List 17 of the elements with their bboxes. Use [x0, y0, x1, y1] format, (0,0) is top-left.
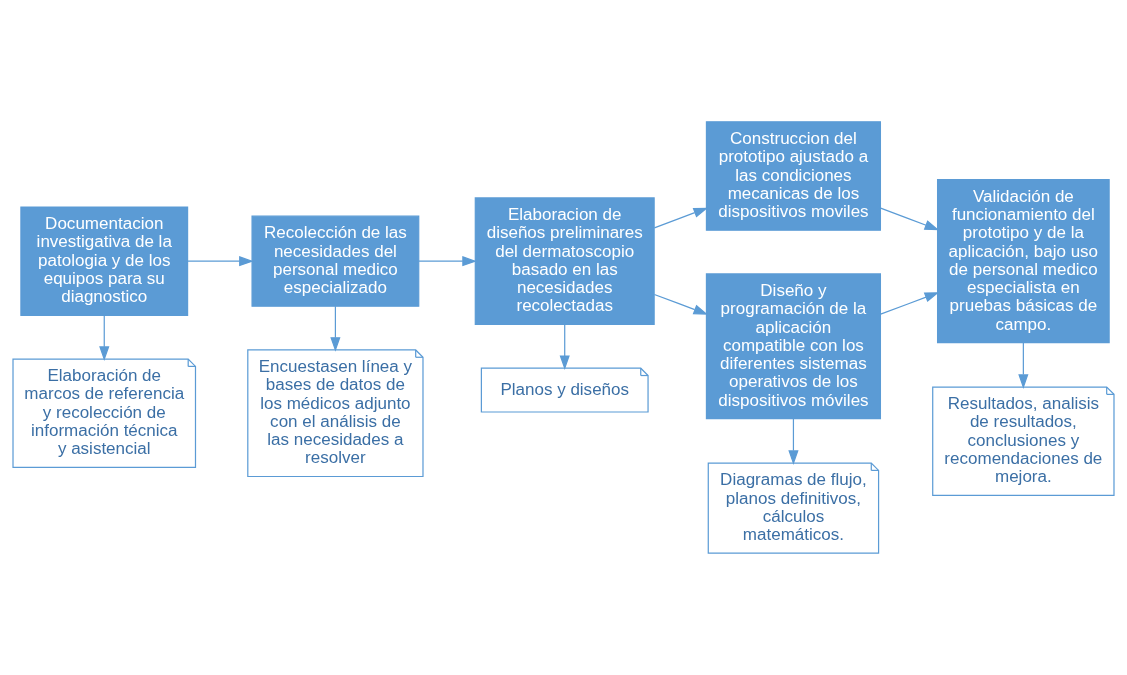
- arrow: [653, 207, 709, 229]
- arrow: [653, 293, 709, 315]
- arrow: [880, 292, 940, 315]
- node-box: Diseño y programación de la aplicación compatible con los diferentes sistemas operativos de los dispositivos móviles: [705, 273, 881, 420]
- arrow: [880, 207, 940, 231]
- arrow: [559, 323, 570, 371]
- node-box: Recolección de las necesidades del personal medico especializado: [251, 215, 420, 307]
- node-box: Elaboracion de diseños preliminares del dermatoscopio basado en las necesidades recolectadas: [474, 197, 655, 326]
- arrow: [99, 314, 110, 361]
- node-box: Construccion del prototipo ajustado a las condiciones mecanicas de los dispositivos moviles: [705, 121, 881, 231]
- arrow: [187, 256, 254, 267]
- arrow: [1018, 342, 1029, 389]
- arrow: [418, 256, 477, 267]
- arrow: [788, 418, 799, 465]
- arrow: [330, 305, 341, 352]
- node-box: Documentacion investigativa de la patologia y de los equipos para su diagnostico: [20, 206, 189, 316]
- node-box: Validación de funcionamiento del prototipo y de la aplicación, bajo uso de personal medico especialista en pruebas básicas de campo.: [937, 179, 1110, 344]
